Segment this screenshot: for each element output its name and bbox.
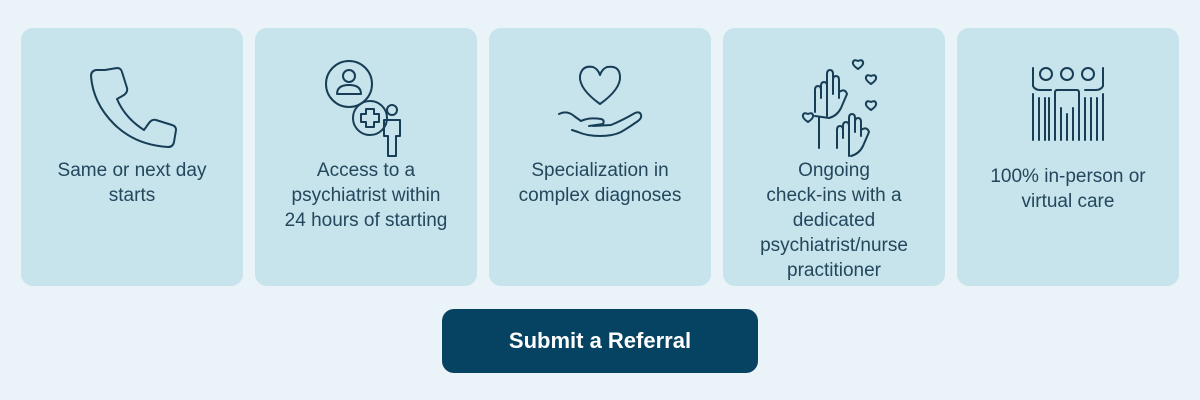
- feature-card-in-person-virtual: 100% in-person or virtual care: [957, 28, 1179, 286]
- heart-in-hand-icon: [489, 58, 711, 168]
- feature-label: Same or next day starts: [57, 160, 207, 206]
- phone-icon: [21, 58, 243, 168]
- submit-referral-button[interactable]: Submit a Referral: [442, 309, 758, 373]
- feature-label: Ongoing check-ins with a dedicated psych…: [760, 160, 908, 281]
- feature-card-psychiatrist-access: Access to a psychiatrist within 24 hours…: [255, 28, 477, 286]
- feature-label: 100% in-person or virtual care: [990, 166, 1146, 212]
- group-cheering-icon: [957, 58, 1179, 168]
- feature-cards: Same or next day starts Access to a psyc…: [21, 28, 1179, 286]
- psychiatrist-access-icon: [255, 58, 477, 168]
- feature-label: Specialization in complex diagnoses: [518, 160, 682, 206]
- feature-card-ongoing-check-ins: Ongoing check-ins with a dedicated psych…: [723, 28, 945, 286]
- raised-hands-hearts-icon: [723, 58, 945, 168]
- feature-card-same-day-starts: Same or next day starts: [21, 28, 243, 286]
- feature-card-complex-diagnoses: Specialization in complex diagnoses: [489, 28, 711, 286]
- feature-label: Access to a psychiatrist within 24 hours…: [284, 160, 448, 231]
